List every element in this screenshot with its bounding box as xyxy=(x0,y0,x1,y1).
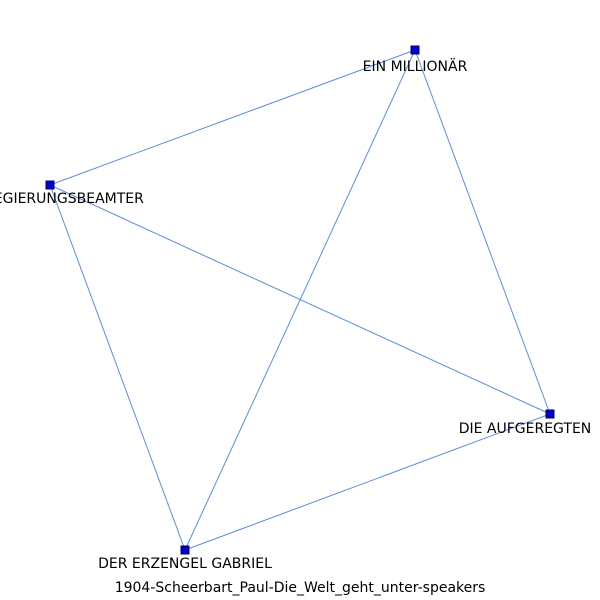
edge-millionaer-aufgeregten xyxy=(414,49,551,415)
graph-caption: 1904-Scheerbart_Paul-Die_Welt_geht_unter… xyxy=(114,580,486,596)
nodes-layer xyxy=(45,45,555,555)
node-label-millionaer: EIN MILLIONÄR xyxy=(363,57,468,75)
node-label-beamter: EIN REGIERUNGSBEAMTER xyxy=(0,191,144,207)
node-gabriel[interactable] xyxy=(180,545,190,555)
edge-millionaer-beamter xyxy=(49,49,416,186)
edge-beamter-aufgeregten xyxy=(49,184,551,415)
edge-gabriel-aufgeregten xyxy=(184,413,551,551)
labels-layer: EIN MILLIONÄR EIN REGIERUNGSBEAMTER DIE AU… xyxy=(0,57,591,572)
node-label-aufgeregten: DIE AUFGEREGTEN xyxy=(459,421,592,437)
node-aufgeregten[interactable] xyxy=(545,409,555,419)
node-beamter[interactable] xyxy=(45,180,55,190)
node-label-gabriel: DER ERZENGEL GABRIEL xyxy=(98,556,272,572)
node-millionaer[interactable] xyxy=(410,45,420,55)
edges-layer xyxy=(49,49,551,551)
edge-beamter-gabriel xyxy=(49,184,186,551)
